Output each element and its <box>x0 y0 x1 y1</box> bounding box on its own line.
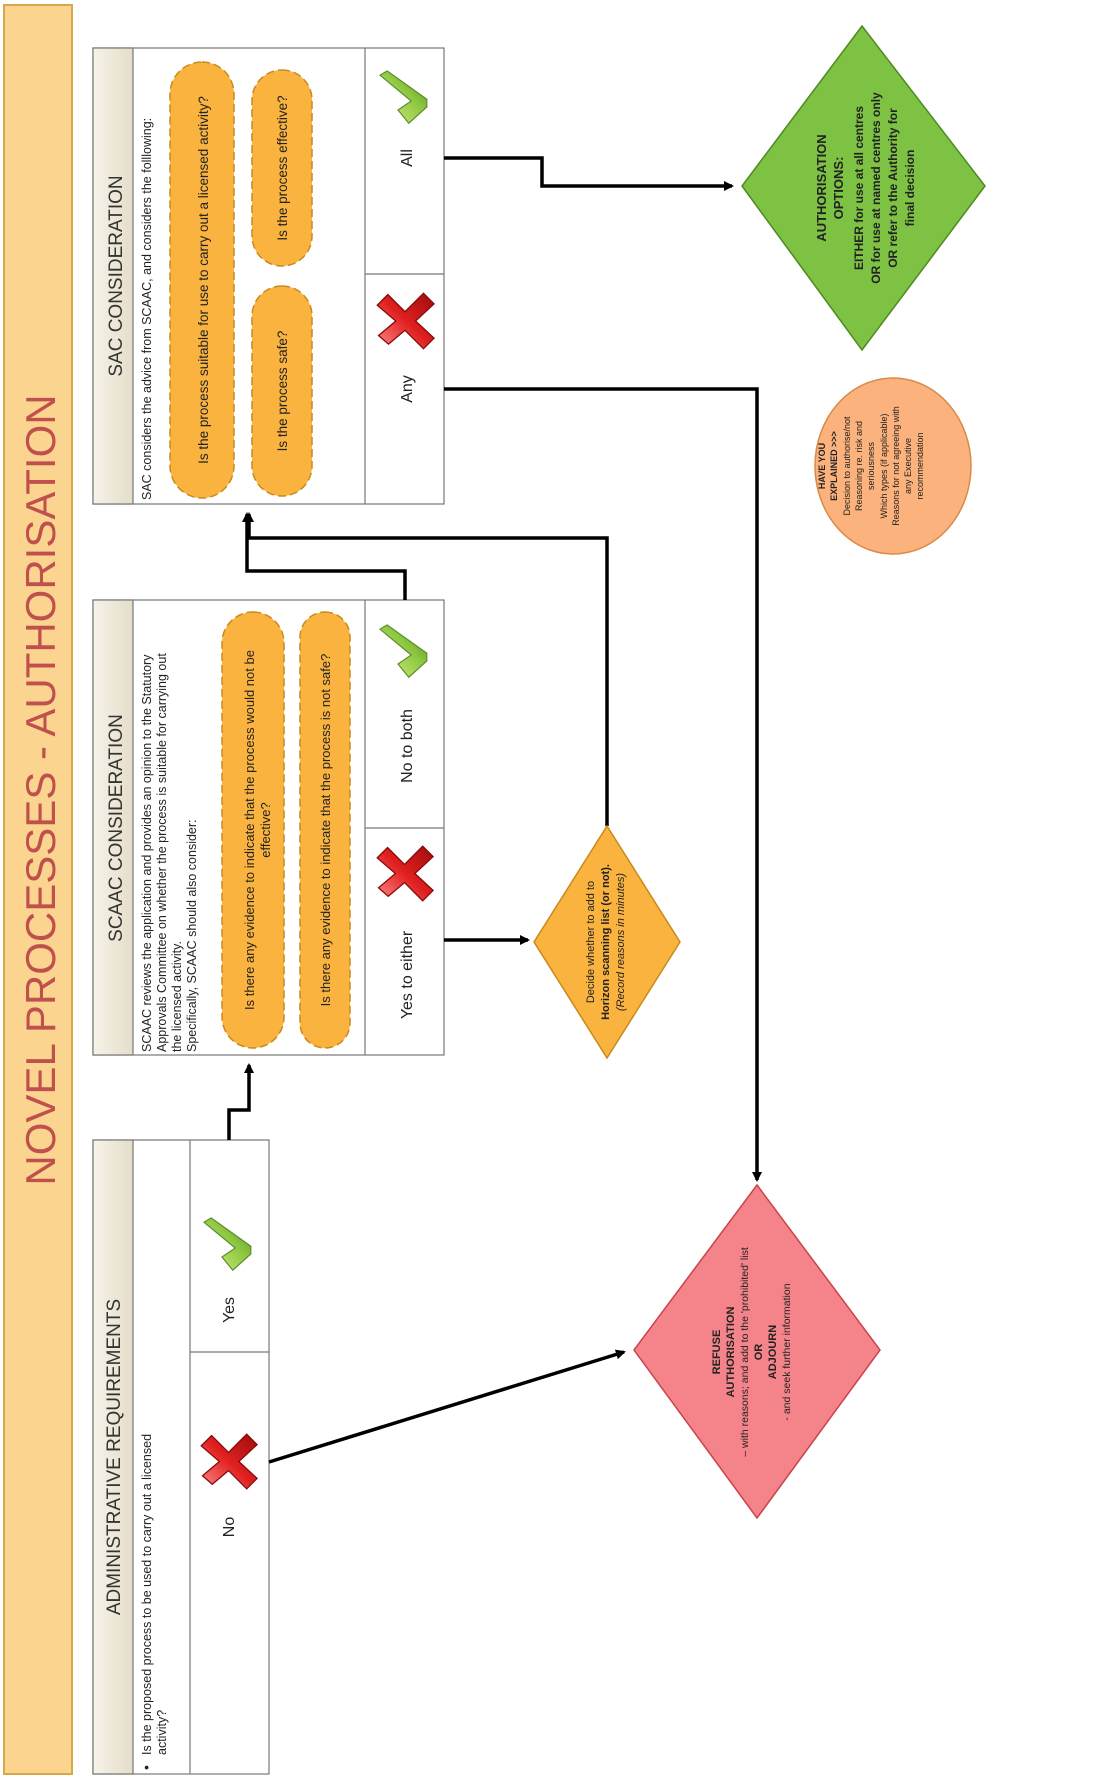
options-line5: OR refer to the Authority for <box>886 108 900 268</box>
horizon-line3: (Record reasons in minutes) <box>615 873 627 1012</box>
scaac-q1-line2: effective? <box>258 802 273 857</box>
sac-panel: SAC CONSIDERATION SAC considers the advi… <box>92 47 445 505</box>
horizon-line2: Horizon scanning list (or not). <box>600 864 612 1020</box>
admin-panel: ADMINISTRATIVE REQUIREMENTS • Is the pro… <box>92 1139 270 1775</box>
options-line4: OR for use at named centres only <box>869 92 883 284</box>
options-line3: EITHER for use at all centres <box>852 106 866 270</box>
admin-no-option: No <box>200 1433 258 1538</box>
sac-question-suitable: Is the process suitable for use to carry… <box>169 61 235 499</box>
sac-q-suitable-text: Is the process suitable for use to carry… <box>196 96 211 464</box>
admin-yes-option: Yes <box>203 1217 252 1323</box>
sac-all-option: All <box>379 70 428 167</box>
admin-bullet-dot: • <box>138 1765 154 1770</box>
sac-any-option: Any <box>376 292 435 403</box>
explained-line7: Reasons for not agreeing with <box>891 406 901 526</box>
arrow-no-both-to-sac <box>242 512 407 600</box>
refuse-line3: – with reasons; and add to the 'prohibit… <box>739 1247 751 1457</box>
scaac-question-safe: Is there any evidence to indicate that t… <box>299 611 351 1049</box>
options-line1: AUTHORISATION <box>814 134 829 241</box>
scaac-desc-4: Specifically, SCAAC should also consider… <box>185 819 199 1052</box>
explained-line3: Decision to authorise/not <box>842 416 852 516</box>
sac-any-label: Any <box>399 375 416 403</box>
arrow-admin-yes-to-scaac <box>227 1063 254 1140</box>
scaac-desc-3: the licensed activity. <box>170 941 184 1052</box>
sac-q-effective-text: Is the process effective? <box>275 95 290 240</box>
refuse-line2: AUTHORISATION <box>725 1307 737 1398</box>
arrow-any-to-refuse <box>444 387 762 1182</box>
scaac-yes-either-label: Yes to either <box>399 930 416 1019</box>
explained-line5: seriousness <box>866 441 876 490</box>
sac-all-label: All <box>399 149 416 167</box>
scaac-desc-1: SCAAC reviews the application and provid… <box>140 654 154 1052</box>
scaac-desc-2: Approvals Committee on whether the proce… <box>155 653 169 1052</box>
explained-line8: any Executive <box>903 438 913 494</box>
horizon-line1: Decide whether to add to <box>585 881 597 1003</box>
sac-title: SAC CONSIDERATION <box>106 175 127 376</box>
admin-no-label: No <box>221 1517 238 1538</box>
scaac-panel: SCAAC CONSIDERATION SCAAC reviews the ap… <box>92 599 445 1056</box>
connectors <box>227 156 762 1464</box>
scaac-no-both-label: No to both <box>399 709 416 783</box>
refuse-decision: REFUSE AUTHORISATION – with reasons; and… <box>633 1183 881 1520</box>
scaac-yes-either-option: Yes to either <box>376 845 434 1019</box>
scaac-question-effective: Is there any evidence to indicate that t… <box>221 611 285 1049</box>
admin-yes-label: Yes <box>221 1297 238 1323</box>
admin-title: ADMINISTRATIVE REQUIREMENTS <box>104 1299 125 1615</box>
refuse-line5: ADJOURN <box>767 1325 779 1379</box>
explained-line6: Which types (if applicable) <box>879 413 889 518</box>
explained-line9: recommendation <box>915 432 925 499</box>
admin-bullet-text-1: Is the proposed process to be used to ca… <box>140 1434 154 1755</box>
arrow-all-to-options <box>444 156 734 191</box>
options-line6: final decision <box>903 150 917 227</box>
arrow-horizon-to-sac <box>244 512 609 826</box>
refuse-line6: - and seek further information <box>781 1283 793 1420</box>
sac-desc: SAC considers the advice from SCAAC, and… <box>140 118 154 500</box>
scaac-title: SCAAC CONSIDERATION <box>106 714 127 942</box>
refuse-line1: REFUSE <box>711 1330 723 1375</box>
scaac-q1-line1: Is there any evidence to indicate that t… <box>242 650 257 1010</box>
options-line2: OPTIONS: <box>831 157 846 220</box>
horizon-decision: Decide whether to add to Horizon scannin… <box>533 824 681 1060</box>
sac-question-safe: Is the process safe? <box>251 285 313 497</box>
arrow-admin-no-to-refuse <box>268 1349 626 1464</box>
explained-line2: EXPLAINED >>> <box>829 431 839 501</box>
have-you-explained: HAVE YOU EXPLAINED >>> Decision to autho… <box>814 377 972 555</box>
sac-question-effective: Is the process effective? <box>251 69 313 267</box>
title-banner: NOVEL PROCESSES - AUTHORISATION <box>3 4 73 1775</box>
explained-line4: Reasoning re. risk and <box>854 421 864 511</box>
scaac-q2-text: Is there any evidence to indicate that t… <box>318 654 333 1007</box>
authorisation-options: AUTHORISATION OPTIONS: EITHER for use at… <box>741 24 986 352</box>
explained-line1: HAVE YOU <box>817 443 827 489</box>
sac-q-safe-text: Is the process safe? <box>275 331 290 452</box>
page-title: NOVEL PROCESSES - AUTHORISATION <box>17 394 64 1185</box>
refuse-line4: OR <box>753 1344 765 1361</box>
scaac-no-both-option: No to both <box>379 624 428 783</box>
admin-bullet-text-2: activity? <box>155 1710 169 1755</box>
